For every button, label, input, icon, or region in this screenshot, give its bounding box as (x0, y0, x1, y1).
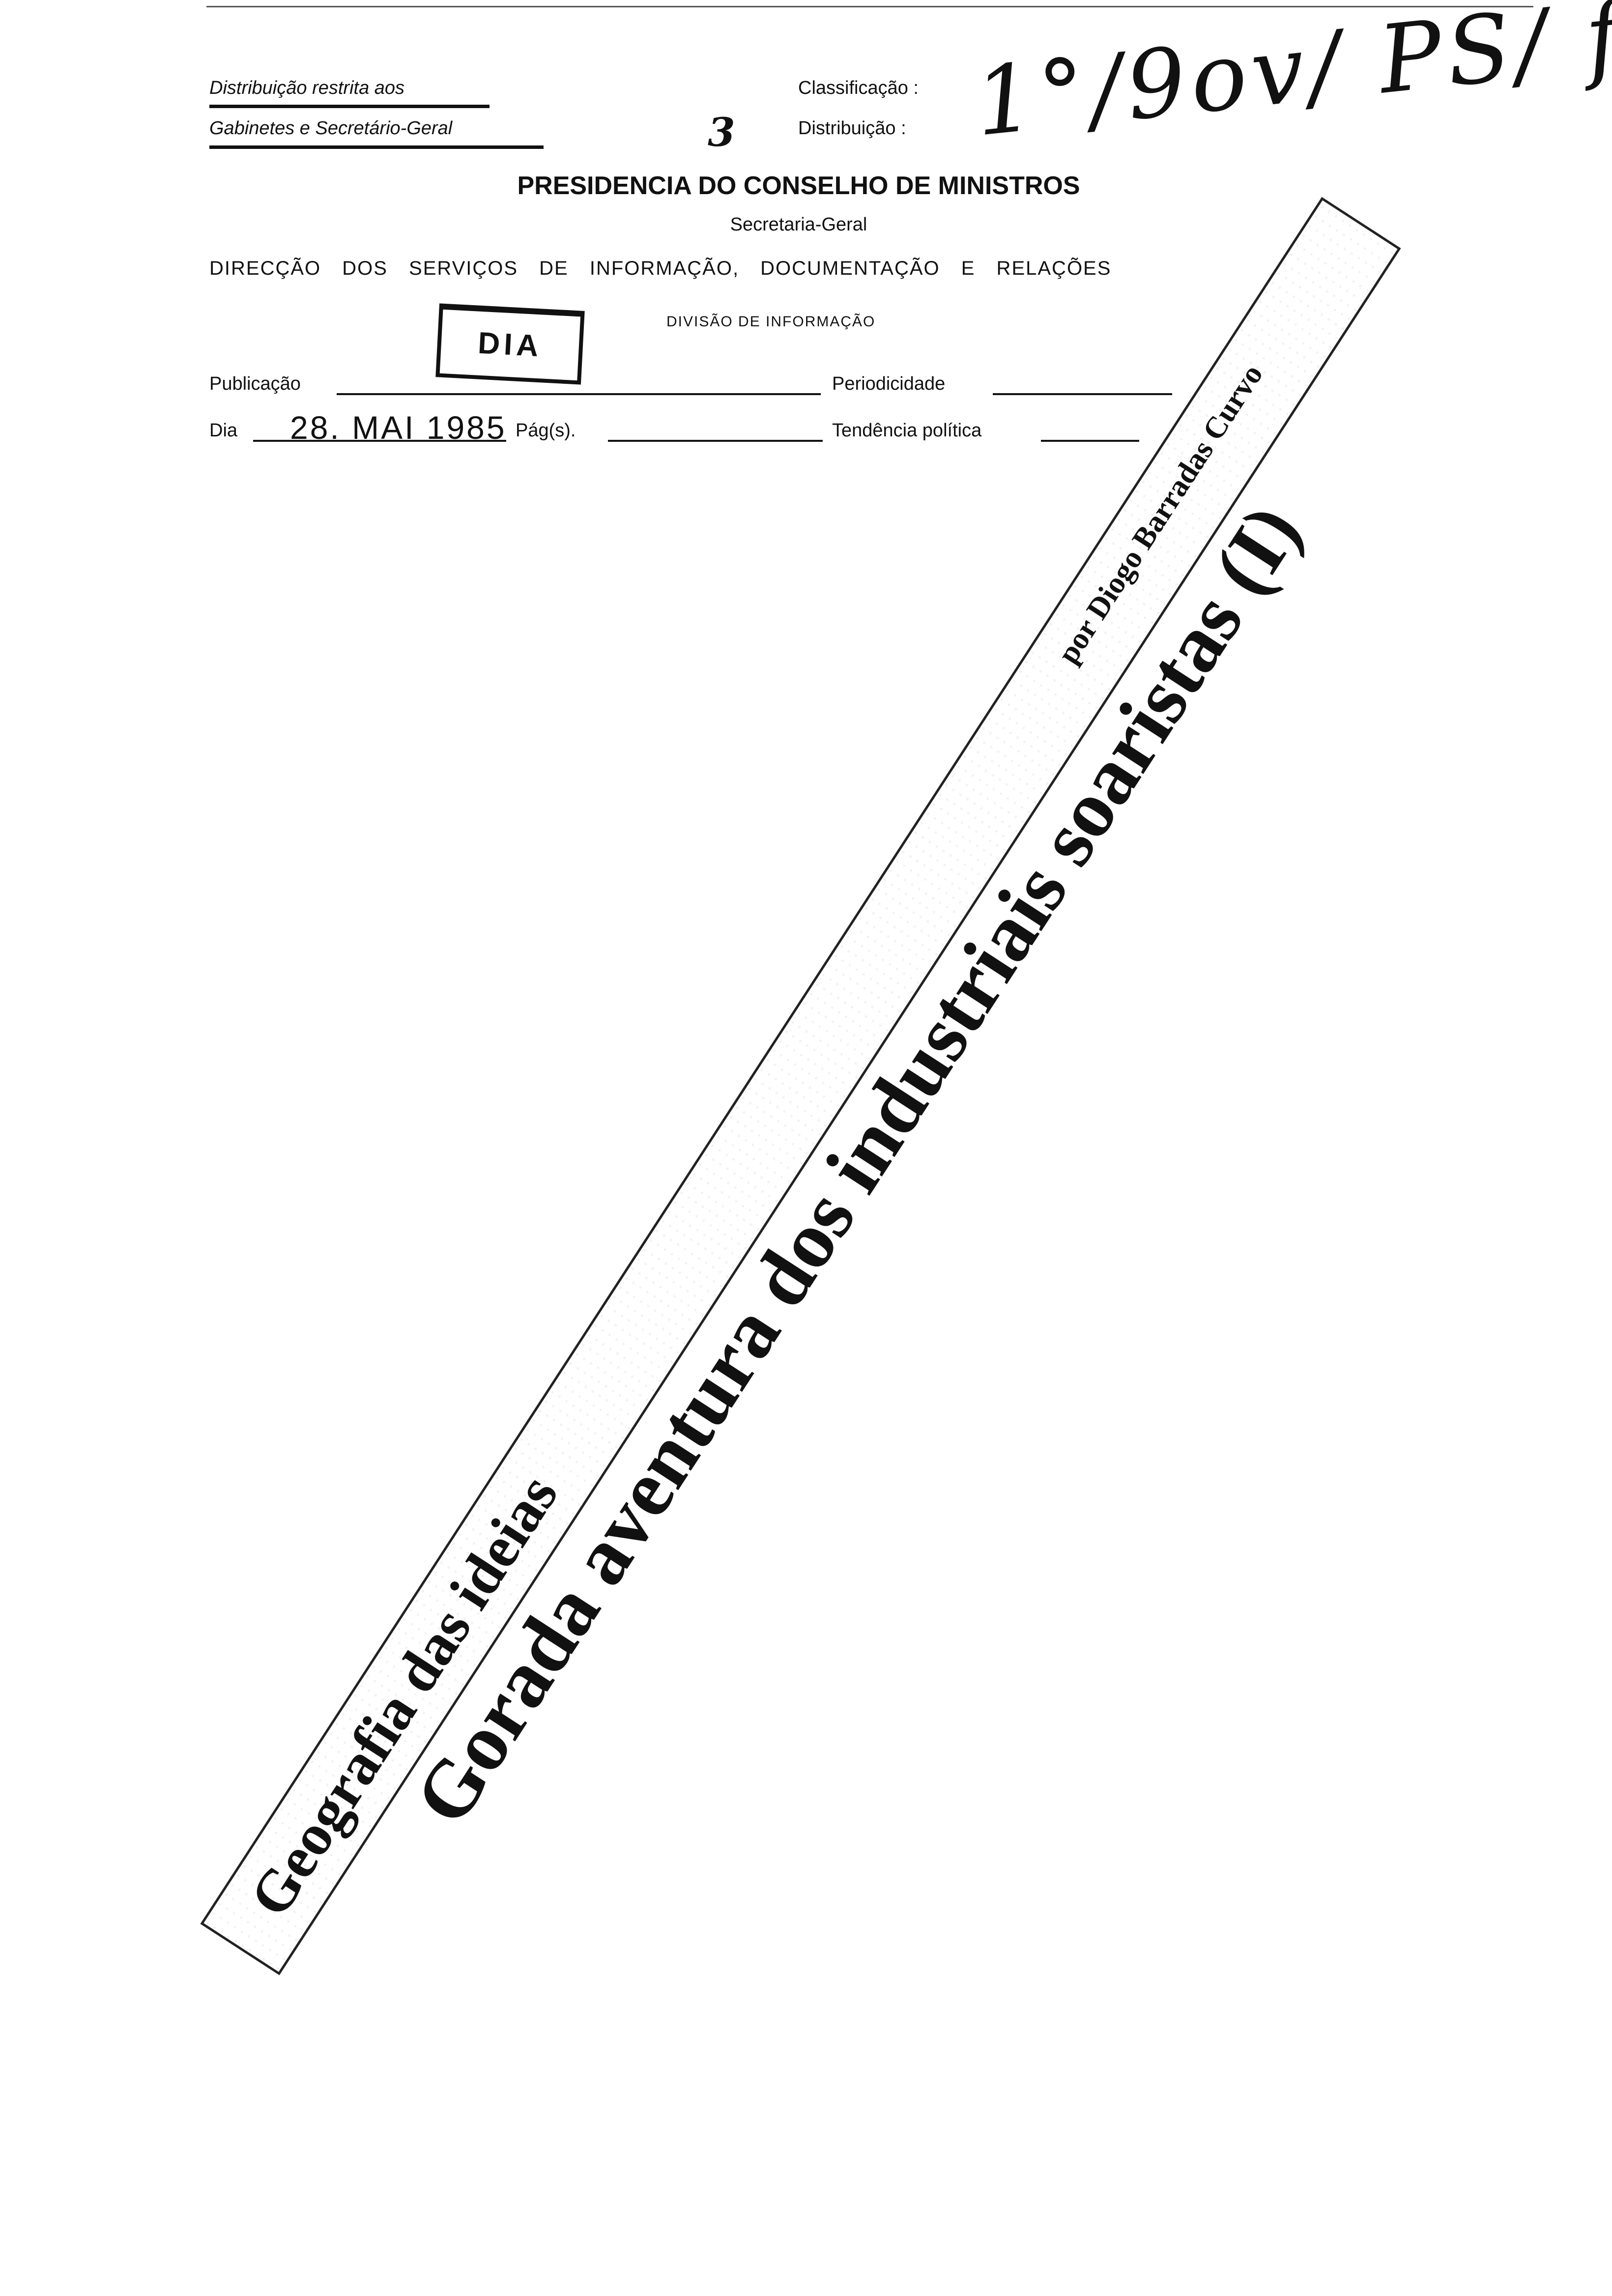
restriction-line-1: Distribuição restrita aos (209, 78, 405, 98)
classification-label: Classificação : (798, 78, 919, 98)
day-field-line (253, 440, 506, 442)
periodicity-field-line (993, 393, 1172, 395)
directorate-line: DIRECÇÃO DOS SERVIÇOS DE INFORMAÇÃO, DOC… (209, 258, 1112, 279)
letterhead-subtitle: Secretaria-Geral (730, 214, 867, 235)
dia-stamp: DIA (435, 303, 585, 385)
copy-number: 3 (708, 109, 735, 155)
political-field-line (1041, 440, 1139, 442)
pages-label: Pág(s). (516, 420, 576, 441)
publication-field-line (337, 393, 821, 395)
periodicity-label: Periodicidade (832, 373, 946, 394)
restriction-line-2: Gabinetes e Secretário-Geral (209, 118, 453, 139)
distribution-label: Distribuição : (798, 118, 906, 139)
publication-label: Publicação (209, 373, 301, 394)
clipping-headline: Gorada aventura dos industriais soarista… (397, 489, 1318, 1840)
handwritten-reference: 1°/9ov/ PS/ fm (969, 0, 1612, 157)
underline (209, 145, 544, 149)
division-label: DIVISÃO DE INFORMAÇÃO (666, 314, 876, 330)
newspaper-clipping: Geografia das ideias por Diogo Barradas … (200, 197, 1401, 1976)
political-tendency-label: Tendência política (832, 420, 982, 441)
day-label: Dia (209, 420, 238, 441)
day-stamp-value: 28. MAI 1985 (290, 409, 507, 446)
top-edge-line (206, 6, 1533, 7)
pages-field-line (608, 440, 823, 442)
letterhead-title: PRESIDENCIA DO CONSELHO DE MINISTROS (517, 172, 1080, 200)
underline (209, 105, 489, 108)
